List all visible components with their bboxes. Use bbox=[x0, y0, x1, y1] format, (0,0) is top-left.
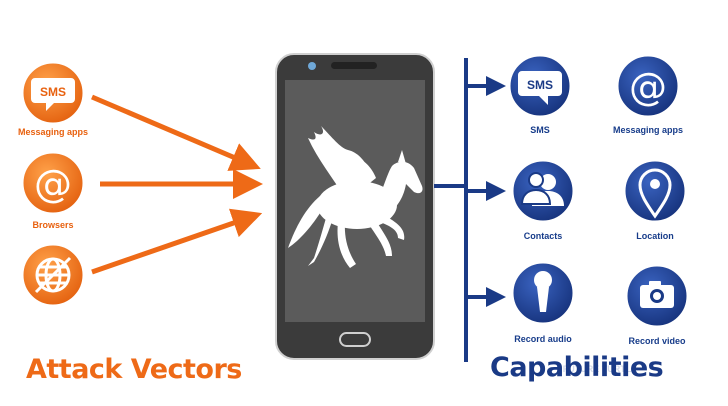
capability-messaging-icon: @ bbox=[615, 53, 681, 119]
capabilities-title: Capabilities bbox=[490, 352, 664, 383]
capability-label-contacts: Contacts bbox=[523, 231, 563, 241]
svg-text:SMS: SMS bbox=[40, 85, 66, 99]
vector-label-browsers: Browsers bbox=[32, 220, 74, 230]
home-button bbox=[339, 332, 371, 347]
svg-text:SMS: SMS bbox=[527, 78, 553, 92]
capability-label-location: Location bbox=[636, 231, 674, 241]
svg-text:@: @ bbox=[34, 162, 72, 206]
capability-connector bbox=[434, 58, 506, 362]
camera-lens bbox=[308, 62, 316, 70]
capability-audio-icon bbox=[510, 260, 576, 326]
vector-label-messaging: Messaging apps bbox=[17, 127, 89, 137]
pegasus-icon bbox=[288, 126, 423, 268]
svg-text:@: @ bbox=[629, 65, 667, 109]
capability-label-messaging: Messaging apps bbox=[612, 125, 684, 135]
capability-label-sms: SMS bbox=[530, 125, 550, 135]
arrow-globe bbox=[91, 208, 263, 275]
capability-video-icon bbox=[624, 263, 690, 329]
capability-sms-icon: SMS bbox=[507, 53, 573, 119]
capability-label-video: Record video bbox=[628, 336, 686, 346]
vector-browsers-icon: @ bbox=[20, 150, 86, 216]
capability-contacts-icon bbox=[510, 158, 576, 224]
capability-location-icon bbox=[622, 158, 688, 224]
speaker-grille bbox=[331, 62, 377, 69]
watermark: FUTURE TURTLE bbox=[563, 364, 638, 374]
capability-label-audio: Record audio bbox=[514, 334, 572, 344]
vector-globe-icon bbox=[20, 242, 86, 308]
arrow-messaging bbox=[91, 94, 261, 171]
vector-messaging-icon: SMS bbox=[20, 60, 86, 126]
attack-arrows bbox=[91, 94, 263, 275]
attack-vectors-title: Attack Vectors bbox=[26, 354, 242, 385]
